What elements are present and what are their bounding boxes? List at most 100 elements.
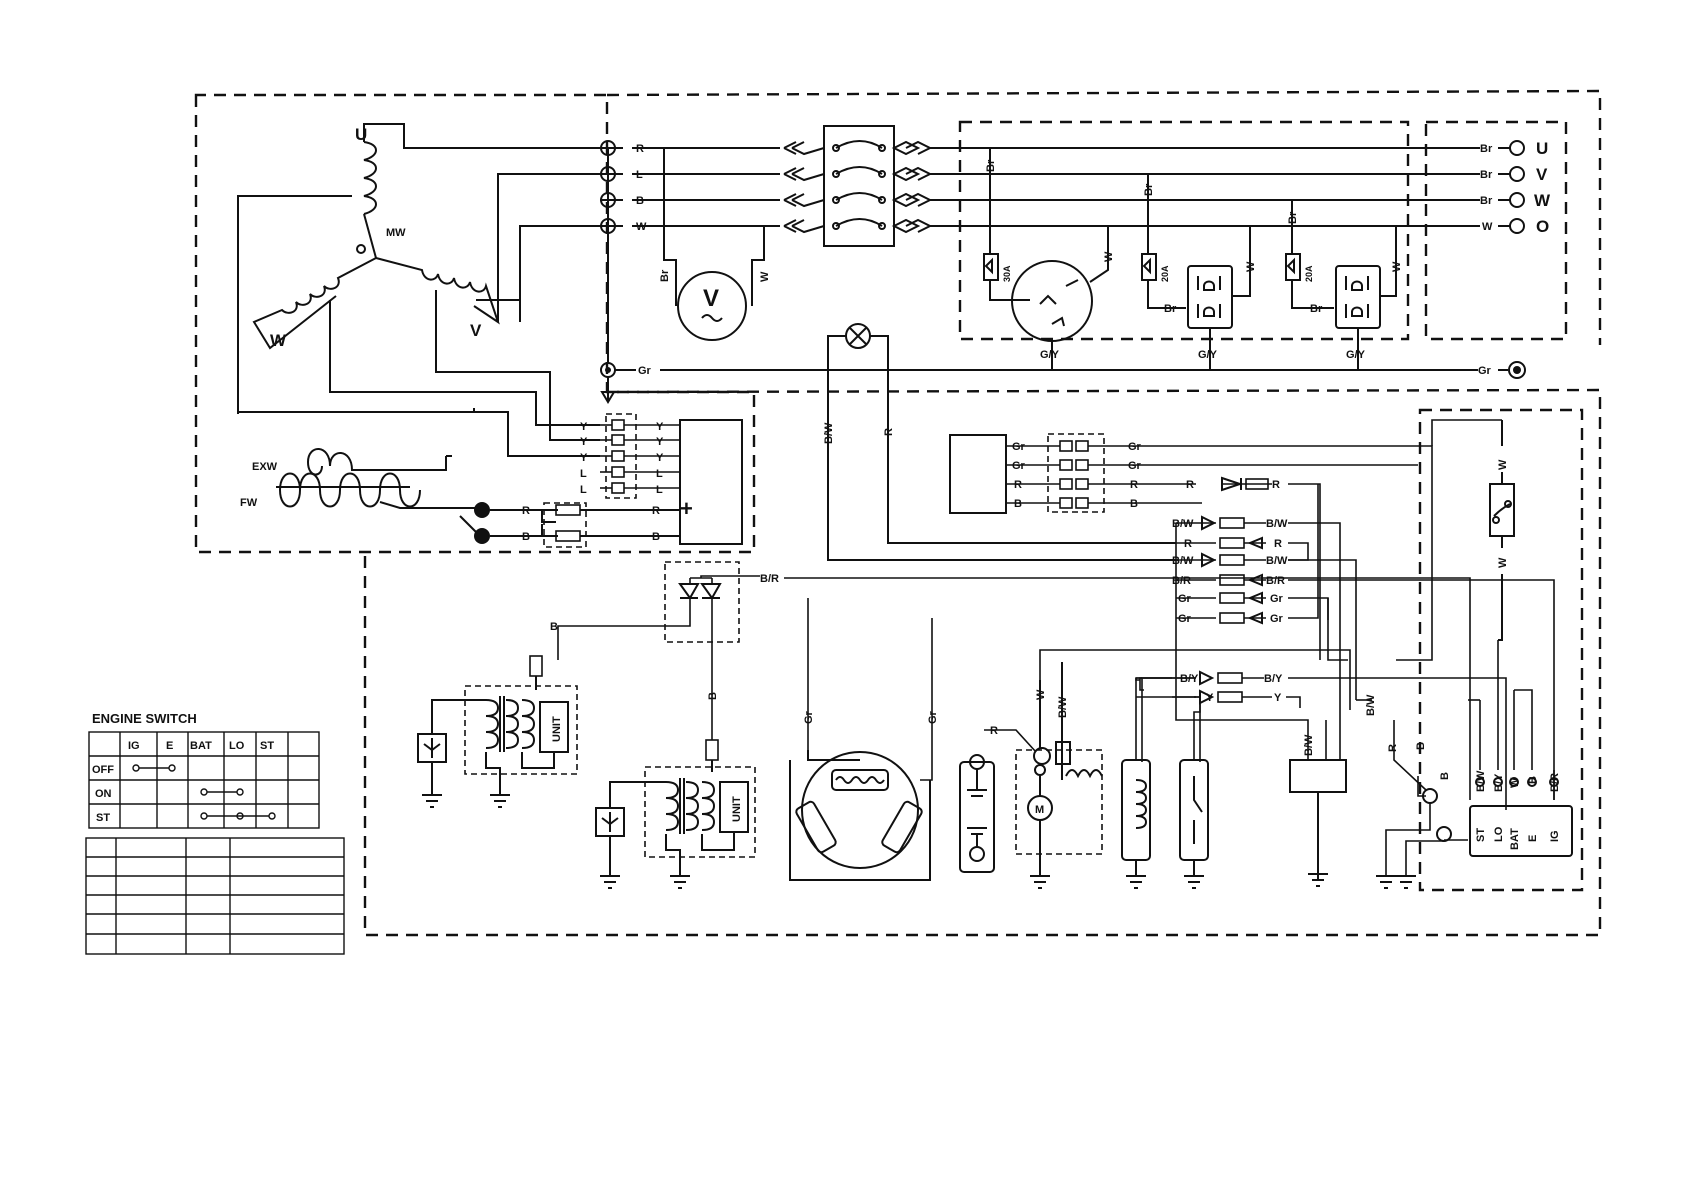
wire-label: B/R xyxy=(1549,773,1561,792)
wire-label: B/W xyxy=(1172,518,1194,530)
wire-label: L xyxy=(656,468,663,480)
wire-label: W xyxy=(1482,221,1493,233)
switch-terminal-label: LO xyxy=(1493,826,1505,842)
wire-label: R xyxy=(652,505,660,517)
wire-label: W xyxy=(1103,251,1115,262)
wire-label: B/W xyxy=(1365,694,1377,716)
wire-label: Gr xyxy=(638,365,652,377)
wire-label: R xyxy=(1184,538,1192,550)
charging-coil xyxy=(789,598,933,881)
switch-column-bat: BAT xyxy=(190,740,212,752)
phase-u-label: U xyxy=(355,125,367,144)
switch-terminal-label: ST xyxy=(1475,828,1487,842)
wire-label: Y xyxy=(1206,692,1214,704)
control-unit-box xyxy=(949,434,1433,661)
indicator-lamp xyxy=(827,323,1176,561)
wire-label: Gr xyxy=(1478,365,1492,377)
output-bus xyxy=(930,147,1480,227)
wire-label: B/Y xyxy=(1180,673,1199,685)
wire-label: Br xyxy=(1480,195,1493,207)
wire-label: B/R xyxy=(1266,575,1285,587)
wire-label: B xyxy=(652,531,660,543)
wire-label: G/Y xyxy=(1346,349,1366,361)
wire-label: Br xyxy=(1143,183,1155,196)
coil-exw-label: EXW xyxy=(252,461,278,473)
fuse-assembly xyxy=(1431,419,1515,641)
choke-switch xyxy=(1179,697,1209,889)
wire-label: W xyxy=(1035,689,1047,700)
field-terminal-b xyxy=(474,528,490,544)
ignition-unit-label: UNIT xyxy=(731,796,743,822)
switch-row-on: ON xyxy=(95,788,112,800)
wire-label: B/W xyxy=(823,422,835,444)
wire-label: Y xyxy=(656,436,664,448)
phase-w-label: W xyxy=(270,331,287,350)
wire-label: Br xyxy=(659,269,671,282)
engine-switch-title: ENGINE SWITCH xyxy=(92,711,197,726)
wire-label: B/W xyxy=(1266,555,1288,567)
legend-grid xyxy=(85,837,345,955)
switch-terminal-label: E xyxy=(1527,835,1539,842)
wire-label: Gr xyxy=(1128,460,1142,472)
exciter-coils xyxy=(276,448,477,533)
wire-label: B xyxy=(636,195,644,207)
breaker-rating-20a: 20A xyxy=(1304,265,1314,282)
wire-label: L xyxy=(656,484,663,496)
wire-label: Gr xyxy=(927,710,939,724)
wire-label: W xyxy=(1509,777,1521,788)
output-terminal-w xyxy=(1509,192,1525,208)
wire-label: Gr xyxy=(1270,593,1284,605)
wire-label: W xyxy=(1497,459,1509,470)
oil-sensor xyxy=(1121,677,1151,889)
wire-label: R xyxy=(1186,479,1194,491)
ground-bus xyxy=(600,148,1526,404)
wire-label: L xyxy=(580,484,587,496)
wire-label: R xyxy=(1274,538,1282,550)
wire-label: Br xyxy=(1287,211,1299,224)
wire-label: B xyxy=(1415,742,1427,750)
engine-switch-terminals xyxy=(1376,640,1573,889)
wire-label: B/Y xyxy=(1493,773,1505,792)
main-terminals xyxy=(600,140,780,234)
wire-label: B xyxy=(1014,498,1022,510)
main-circuit-breaker xyxy=(783,125,933,247)
output-terminal-o xyxy=(1509,218,1525,234)
wire-label: W xyxy=(636,221,647,233)
wire-label: Gr xyxy=(1178,613,1192,625)
wire-label: B/W xyxy=(1172,555,1194,567)
switch-terminal-label: BAT xyxy=(1509,828,1521,850)
wire-label: B xyxy=(1439,772,1451,780)
phase-mw-label: MW xyxy=(386,227,406,239)
phase-v-label: V xyxy=(470,321,482,340)
wire-label: R xyxy=(990,725,998,737)
switch-terminal-label: IG xyxy=(1549,830,1561,842)
wire-label: B/Y xyxy=(1264,673,1283,685)
wire-label: Y xyxy=(656,452,664,464)
wire-label: B/R xyxy=(760,573,779,585)
wire-label: B xyxy=(1527,776,1539,784)
switch-column-ig: IG xyxy=(128,740,140,752)
wire-label: Br xyxy=(1480,143,1493,155)
wire-label: R xyxy=(1014,479,1022,491)
wire-label: R xyxy=(636,143,644,155)
wire-label: Gr xyxy=(1012,441,1026,453)
switch-column-lo: LO xyxy=(229,740,245,752)
wire-label: Gr xyxy=(1012,460,1026,472)
switch-row-st: ST xyxy=(96,812,110,824)
wire-label: G/Y xyxy=(1198,349,1218,361)
starter-motor-symbol: M xyxy=(1035,804,1044,816)
stator-windings xyxy=(237,123,600,457)
wire-label: Gr xyxy=(1270,613,1284,625)
wire-label: Gr xyxy=(1128,441,1142,453)
wire-label: W xyxy=(1391,261,1403,272)
duplex-outlet-1 xyxy=(1141,174,1251,370)
wire-label: Y xyxy=(656,421,664,433)
battery xyxy=(959,729,1037,873)
breaker-rating-20a: 20A xyxy=(1160,265,1170,282)
wire-label: G/Y xyxy=(1040,349,1060,361)
voltmeter: V xyxy=(663,148,765,341)
wire-label: R xyxy=(1272,479,1280,491)
wire-label: Br xyxy=(985,159,997,172)
wire-label: Y xyxy=(580,421,588,433)
switch-column-e: E xyxy=(166,740,173,752)
